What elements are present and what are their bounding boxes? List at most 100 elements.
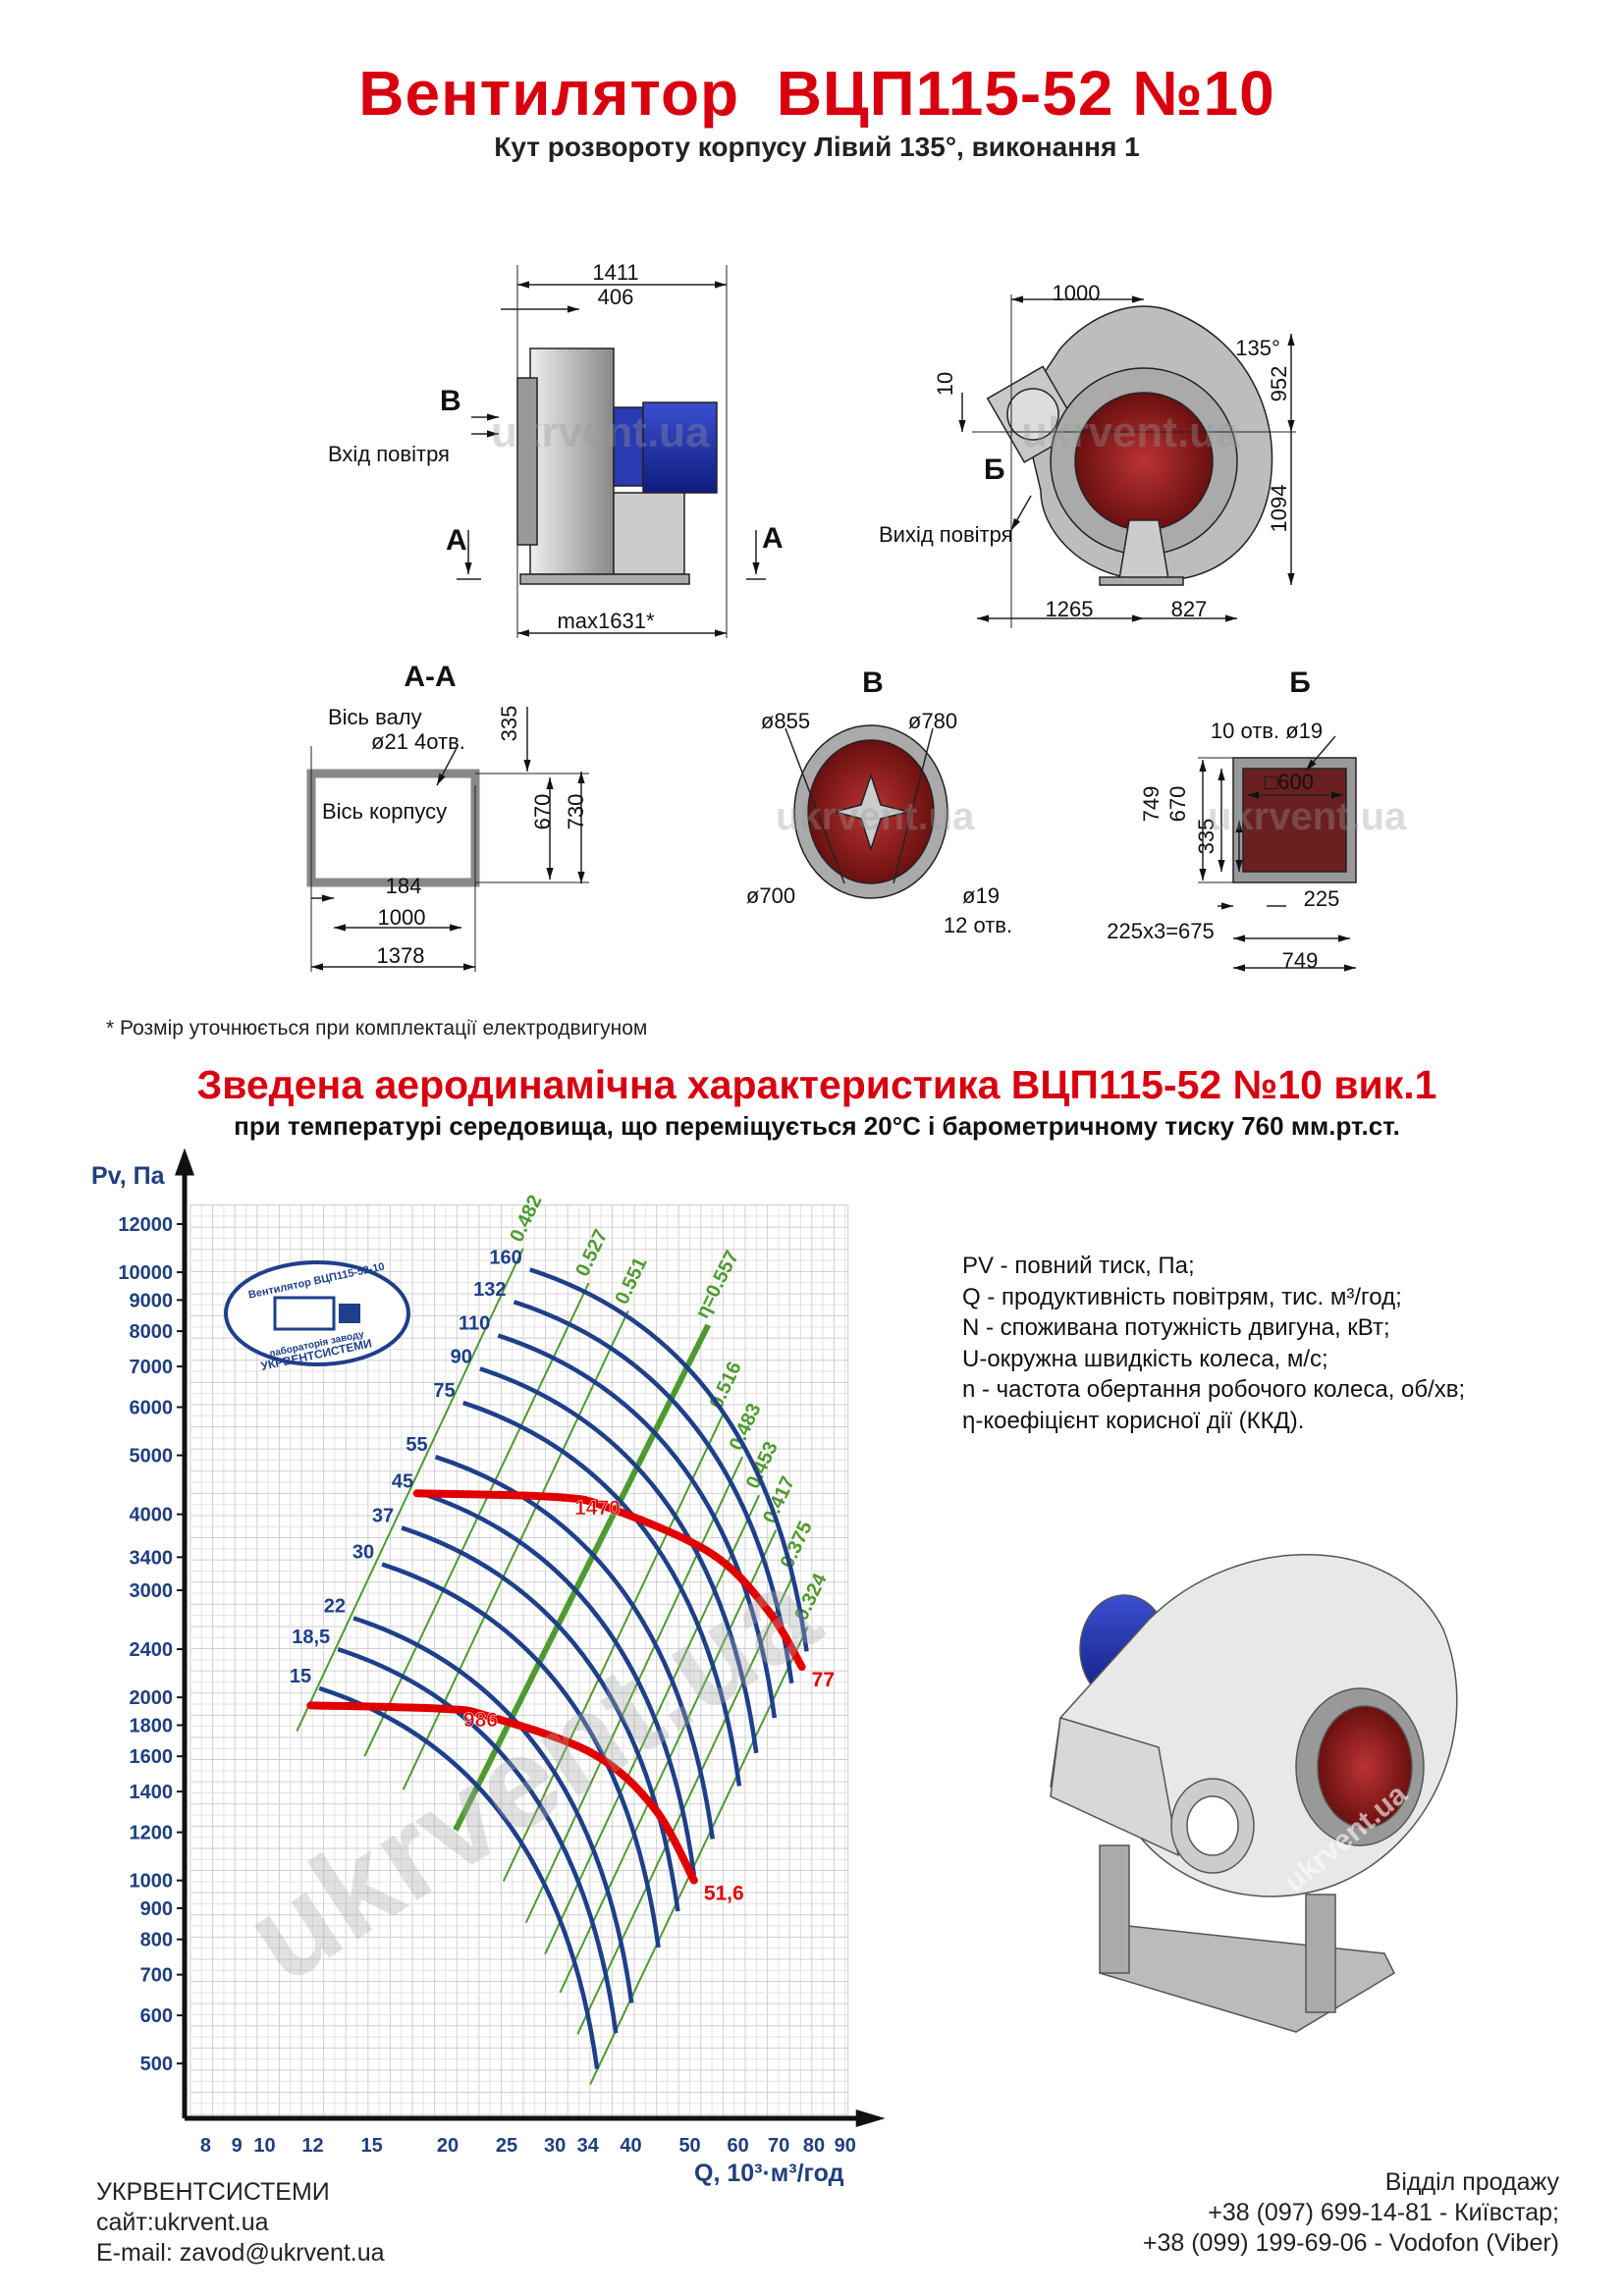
y-tick-label: 2000 bbox=[130, 1687, 174, 1709]
y-tick-label: 3400 bbox=[130, 1547, 174, 1569]
phone-kyivstar[interactable]: +38 (097) 699-14-81 - Київстар; bbox=[1208, 2199, 1559, 2226]
y-tick-label: 1000 bbox=[130, 1871, 174, 1893]
power-curve-label: 132 bbox=[473, 1279, 506, 1301]
power-curve bbox=[352, 1616, 634, 2003]
y-tick-label: 3000 bbox=[130, 1580, 174, 1602]
outlet-label: Вихід повітря bbox=[879, 522, 1013, 547]
phone-vodafone[interactable]: +38 (099) 199-69-06 - Vodofon (Viber) bbox=[1142, 2229, 1559, 2257]
dim-406: 406 bbox=[598, 285, 634, 309]
section-marker-a-left: А bbox=[446, 524, 467, 557]
view-v-drawing bbox=[785, 724, 948, 899]
site-link[interactable]: сайт:ukrvent.ua bbox=[96, 2209, 269, 2236]
x-tick-label: 9 bbox=[232, 2135, 243, 2157]
dim-335-b: 335 bbox=[1194, 819, 1218, 855]
power-curve bbox=[479, 1366, 759, 1754]
dim-d700: ø700 bbox=[746, 883, 795, 908]
x-axis-label: Q, 10³·м³/год bbox=[694, 2160, 844, 2187]
x-tick-label: 34 bbox=[577, 2135, 600, 2157]
dim-1265: 1265 bbox=[1046, 597, 1094, 621]
shaft-axis-label: Вісь валу bbox=[328, 705, 422, 729]
speed-curve bbox=[306, 1701, 698, 1885]
power-curve-label: 75 bbox=[433, 1380, 455, 1402]
dim-10: 10 bbox=[933, 372, 957, 396]
email-link[interactable]: E-mail: zavod@ukrvent.ua bbox=[96, 2239, 385, 2267]
y-tick-label: 600 bbox=[140, 2005, 173, 2027]
power-curve bbox=[529, 1267, 809, 1652]
power-curve-label: 37 bbox=[372, 1505, 394, 1526]
watermark-view-v: ukrvent.ua bbox=[776, 795, 975, 838]
dim-1094: 1094 bbox=[1267, 485, 1291, 533]
y-tick-label: 2400 bbox=[130, 1639, 174, 1661]
dim-1411: 1411 bbox=[592, 260, 638, 285]
power-curve-label: 160 bbox=[489, 1247, 521, 1268]
dim-670-b: 670 bbox=[1165, 786, 1190, 823]
y-tick-label: 12000 bbox=[118, 1214, 173, 1236]
y-tick-label: 700 bbox=[140, 1965, 173, 1987]
section-aa-title: А-А bbox=[404, 661, 456, 693]
x-axis-arrow-icon bbox=[855, 2109, 886, 2127]
y-tick-label: 500 bbox=[140, 2054, 173, 2075]
side-view-drawing bbox=[457, 265, 766, 638]
efficiency-line bbox=[576, 1574, 794, 2035]
chart-title: Зведена аеродинамічна характеристика ВЦП… bbox=[196, 1062, 1437, 1107]
power-curve bbox=[513, 1300, 794, 1684]
power-curve-label: 22 bbox=[324, 1595, 346, 1617]
section-aa-labels: А-А Вісь валу ø21 4отв. 335 Вісь корпусу… bbox=[322, 661, 588, 968]
holes-21-label: ø21 4отв. bbox=[371, 729, 465, 754]
y-tick-label: 6000 bbox=[130, 1398, 174, 1419]
power-curve-label: 110 bbox=[459, 1313, 490, 1335]
housing-axis-label: Вісь корпусу bbox=[322, 799, 447, 824]
holes-12-label: 12 отв. bbox=[944, 913, 1012, 937]
section-aa-drawing bbox=[306, 707, 589, 972]
company-name: УКРВЕНТСИСТЕМИ bbox=[96, 2178, 330, 2206]
efficiency-line bbox=[544, 1494, 761, 1955]
x-tick-label: 30 bbox=[544, 2135, 566, 2157]
watermark-side: ukrvent.ua bbox=[491, 408, 710, 456]
x-tick-label: 70 bbox=[768, 2135, 789, 2157]
watermark-view-b: ukrvent.ua bbox=[1208, 795, 1407, 838]
power-curve-label: 15 bbox=[290, 1666, 311, 1687]
x-tick-label: 80 bbox=[803, 2135, 825, 2157]
dim-d855: ø855 bbox=[761, 709, 810, 733]
chart-legend: PV - повний тиск, Па; Q - продуктивність… bbox=[962, 1251, 1465, 1436]
y-tick-label: 1200 bbox=[130, 1823, 174, 1844]
watermark-front: ukrvent.ua bbox=[1021, 408, 1240, 456]
x-tick-label: 40 bbox=[620, 2135, 641, 2157]
power-curve bbox=[497, 1333, 778, 1719]
legend-item: N - споживана потужність двигуна, кВт; bbox=[962, 1314, 1390, 1341]
rpm-label: 986 bbox=[463, 1709, 498, 1732]
rpm-label: 1470 bbox=[574, 1497, 621, 1520]
legend-item: n - частота обертання робочого колеса, о… bbox=[962, 1376, 1466, 1403]
y-tick-label: 1800 bbox=[130, 1715, 174, 1736]
view-b-labels: Б 10 отв. ø19 □600 749 670 335 225 225x3… bbox=[1107, 667, 1339, 973]
dim-335-aa: 335 bbox=[497, 706, 521, 742]
x-tick-label: 15 bbox=[360, 2135, 382, 2157]
power-curve-label: 55 bbox=[406, 1434, 427, 1456]
power-curve bbox=[420, 1491, 697, 1876]
side-view-labels: 1411 406 В Вхід повітря А А max1631* bbox=[328, 260, 784, 633]
fan-3d-render bbox=[1050, 1554, 1458, 2033]
dim-675: 225x3=675 bbox=[1107, 919, 1215, 943]
y-tick-label: 5000 bbox=[130, 1446, 174, 1468]
power-curve bbox=[318, 1685, 600, 2069]
legend-item: η-коефіцієнт корисної дії (ККД). bbox=[962, 1407, 1305, 1434]
y-tick-label: 9000 bbox=[130, 1290, 174, 1311]
legend-item: PV - повний тиск, Па; bbox=[962, 1253, 1195, 1279]
quality-stamp: Вентилятор ВЦП115-52-10 лабораторія заво… bbox=[224, 1260, 410, 1373]
speed-curve bbox=[412, 1489, 806, 1672]
section-marker-a-right: А bbox=[762, 522, 784, 555]
power-curve bbox=[434, 1455, 715, 1840]
view-marker-b2: Б bbox=[984, 454, 1005, 486]
footer-sales: Відділ продажу +38 (097) 699-14-81 - Киї… bbox=[1143, 2167, 1559, 2259]
power-curve-label: 45 bbox=[392, 1470, 413, 1492]
dim-749-h: 749 bbox=[1282, 948, 1319, 973]
speed-end-label: 51,6 bbox=[704, 1883, 744, 1905]
holes-10-label: 10 отв. ø19 bbox=[1211, 719, 1323, 743]
dim-max1631: max1631* bbox=[557, 609, 655, 633]
legend-item: Q - продуктивність повітрям, тис. м³/год… bbox=[962, 1283, 1402, 1310]
y-axis-arrow-icon bbox=[175, 1148, 194, 1176]
power-curve-label: 30 bbox=[352, 1542, 374, 1564]
efficiency-line bbox=[296, 1248, 524, 1732]
page-title: Вентилятор ВЦП115-52 №10 bbox=[358, 58, 1275, 129]
dim-d19: ø19 bbox=[962, 883, 1000, 908]
